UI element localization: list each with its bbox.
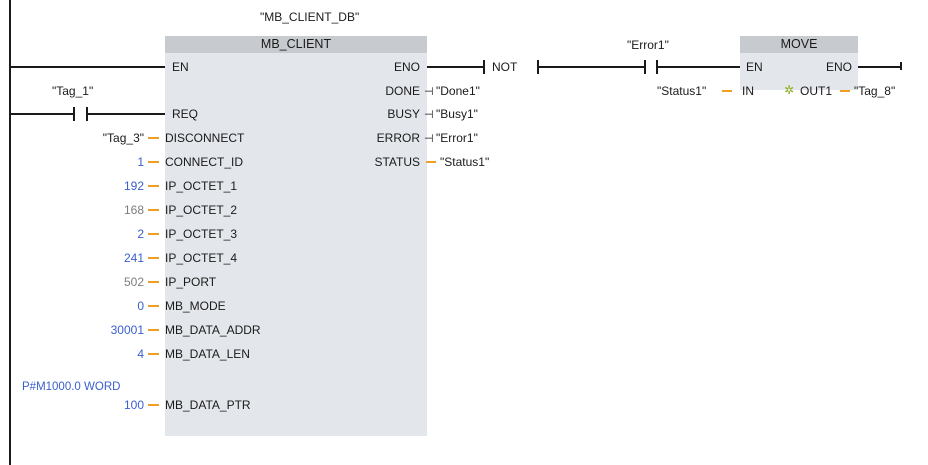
pin-en: EN (172, 60, 189, 74)
tick-mb-data-len (148, 353, 159, 355)
req-wire-right (88, 113, 165, 115)
not-out-wire (539, 66, 644, 68)
tick-status (426, 161, 436, 163)
input-ip3-value[interactable]: 2 (137, 227, 144, 241)
pin-error: ERROR (376, 131, 420, 145)
contact-error-left[interactable] (644, 60, 646, 74)
tick-ip1 (148, 185, 159, 187)
mb-client-block[interactable] (165, 36, 427, 436)
contact-tag1-left[interactable] (73, 107, 75, 121)
move-out-value[interactable]: "Tag_8" (854, 84, 896, 98)
pin-ip4: IP_OCTET_4 (165, 251, 238, 265)
input-ip-port-value[interactable]: 502 (123, 275, 144, 289)
eno-wire (427, 66, 483, 68)
contact-error-out-wire (658, 66, 740, 68)
contact-tag1-right[interactable] (86, 107, 88, 121)
pin-ip3: IP_OCTET_3 (165, 227, 238, 241)
input-mb-data-ptr-label[interactable]: P#M1000.0 WORD (22, 381, 121, 393)
input-connect-id-value[interactable]: 1 (137, 155, 144, 169)
input-ip1-value[interactable]: 192 (123, 179, 144, 193)
move-pin-eno: ENO (825, 60, 852, 74)
tick-mb-mode (148, 305, 159, 307)
move-out-tick (840, 90, 850, 92)
move-eno-end (900, 62, 902, 70)
tick-connect-id (148, 161, 159, 163)
pin-disconnect: DISCONNECT (165, 131, 245, 145)
output-status-value[interactable]: "Status1" (440, 155, 490, 169)
pin-busy: BUSY (387, 107, 420, 121)
arrow-busy: ⊣ (424, 109, 434, 121)
pin-req: REQ (172, 107, 199, 121)
arrow-done: ⊣ (424, 86, 434, 98)
power-rail (9, 0, 11, 465)
en-wire (9, 66, 165, 68)
pin-mb-data-len: MB_DATA_LEN (165, 347, 250, 361)
mb-client-title: MB_CLIENT (165, 36, 427, 53)
tick-ip-port (148, 281, 159, 283)
contact-tag1-label[interactable]: "Tag_1" (52, 84, 94, 98)
move-pin-en: EN (746, 60, 763, 74)
pin-connect-id: CONNECT_ID (165, 155, 244, 169)
tick-ip4 (148, 257, 159, 259)
pin-ip-port: IP_PORT (165, 275, 217, 289)
contact-error-label[interactable]: "Error1" (627, 38, 669, 52)
move-eno-wire (858, 66, 902, 68)
pin-mb-data-addr: MB_DATA_ADDR (165, 323, 261, 337)
pin-eno: ENO (393, 60, 420, 74)
output-error-value[interactable]: "Error1" (436, 131, 478, 145)
instance-db-label[interactable]: "MB_CLIENT_DB" (260, 10, 360, 24)
pin-mb-mode: MB_MODE (165, 299, 226, 313)
pin-mb-data-ptr: MB_DATA_PTR (165, 398, 251, 412)
not-right-bar (537, 60, 539, 74)
tick-disconnect (148, 137, 159, 139)
move-in-value[interactable]: "Status1" (657, 84, 707, 98)
move-title: MOVE (740, 36, 858, 53)
arrow-error: ⊣ (424, 133, 434, 145)
input-mb-mode-value[interactable]: 0 (137, 299, 144, 313)
input-disconnect-value[interactable]: "Tag_3" (102, 131, 144, 145)
move-pin-out: OUT1 (800, 84, 833, 98)
not-left-bar (483, 60, 485, 74)
not-label: NOT (492, 60, 518, 74)
move-in-tick (722, 90, 732, 92)
contact-error-right[interactable] (656, 60, 658, 74)
tick-ip3 (148, 233, 159, 235)
input-mb-data-ptr-value[interactable]: 100 (123, 398, 144, 412)
pin-ip2: IP_OCTET_2 (165, 203, 238, 217)
output-busy-value[interactable]: "Busy1" (436, 107, 478, 121)
input-mb-data-addr-value[interactable]: 30001 (110, 323, 144, 337)
move-pin-in: IN (742, 84, 754, 98)
tick-ip2 (148, 209, 159, 211)
input-ip4-value[interactable]: 241 (123, 251, 144, 265)
input-mb-data-len-value[interactable]: 4 (137, 347, 144, 361)
pin-done: DONE (385, 84, 420, 98)
tick-mb-data-ptr (148, 404, 159, 406)
output-done-value[interactable]: "Done1" (436, 84, 480, 98)
pin-status: STATUS (374, 155, 420, 169)
tick-mb-data-addr (148, 329, 159, 331)
req-wire-left (9, 113, 73, 115)
input-ip2-value[interactable]: 168 (123, 203, 144, 217)
move-out-icon: ✲ (784, 83, 795, 97)
pin-ip1: IP_OCTET_1 (165, 179, 238, 193)
